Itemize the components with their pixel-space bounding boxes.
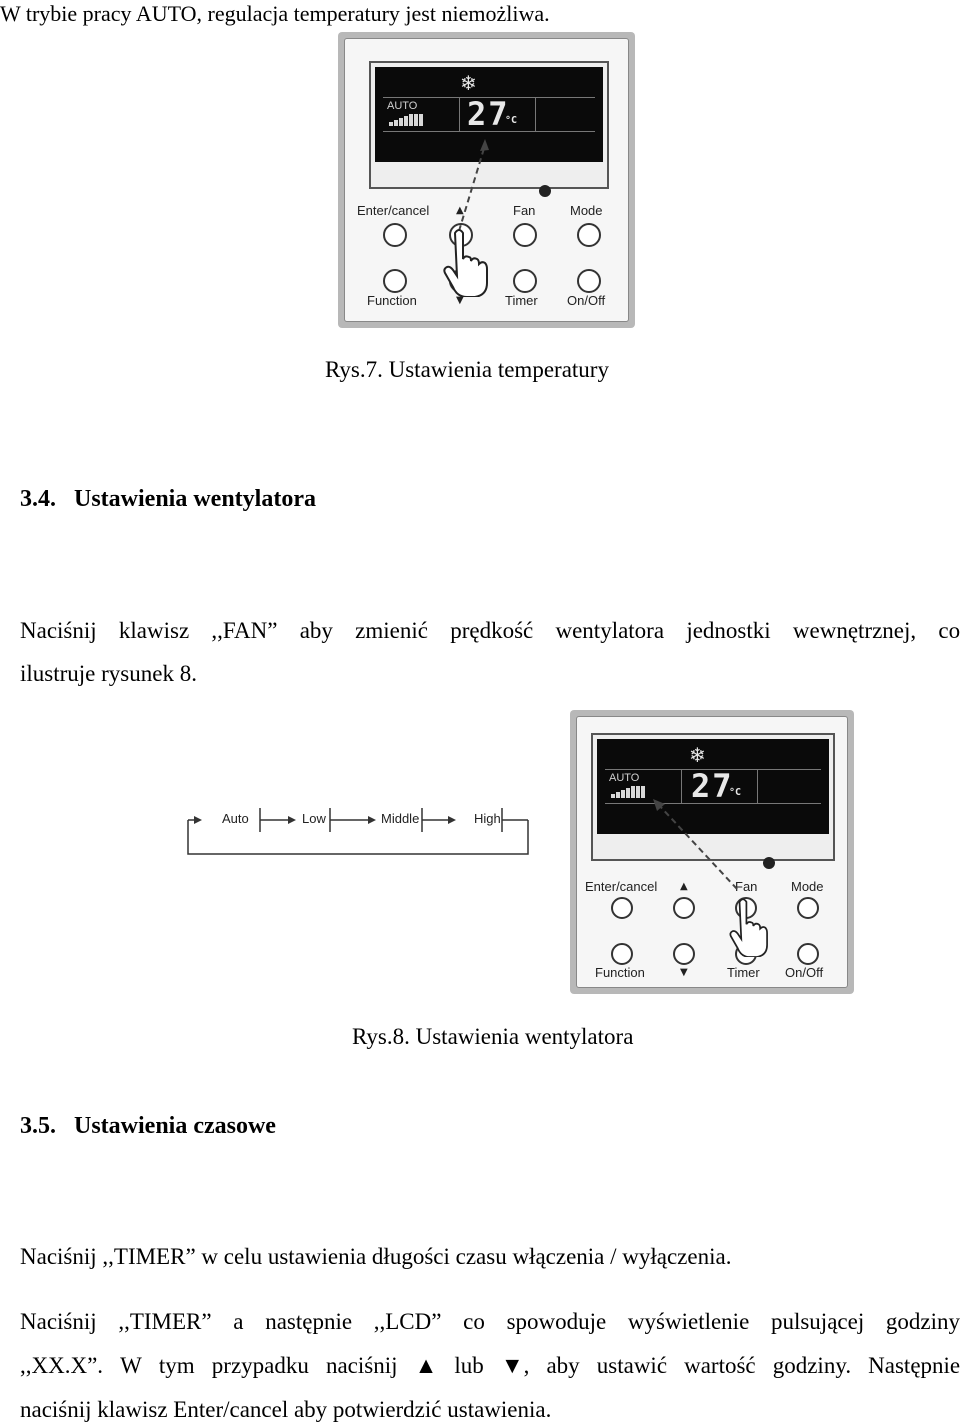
intro-line: W trybie pracy AUTO, regulacja temperatu… [0, 1, 550, 26]
function-label: Function [595, 965, 645, 980]
word: Naciśnij [20, 1309, 97, 1334]
mode-label: Mode [791, 879, 824, 894]
mode-label: Mode [570, 203, 603, 218]
word: godziny. [772, 1353, 852, 1378]
word: tym [158, 1353, 195, 1378]
up-button[interactable] [673, 897, 695, 919]
down-triangle-icon: ▼, [500, 1353, 530, 1378]
up-arrow-label: ▲ [680, 881, 688, 892]
down-arrow-label: ▼ [456, 295, 464, 306]
temperature-unit: °C [505, 115, 518, 126]
section-3-5-paragraph-1: Naciśnij ,,TIMER” w celu ustawienia dług… [20, 1244, 732, 1269]
onoff-button[interactable] [797, 943, 819, 965]
word: naciśnij [325, 1353, 398, 1378]
word: jednostki [686, 618, 771, 643]
enter-cancel-label: Enter/cancel [585, 879, 658, 894]
up-triangle-icon: ▲ [414, 1353, 438, 1378]
onoff-button[interactable] [577, 269, 601, 293]
figure7-caption: Rys.7. Ustawienia temperatury [325, 357, 609, 382]
down-arrow-label: ▼ [680, 967, 688, 978]
word: przypadku [211, 1353, 309, 1378]
auto-mode-label: AUTO [609, 772, 640, 784]
control-panel-fig8: ❄ AUTO 27 °C Enter/cancel ▲ Fan Mode Fun… [570, 710, 854, 994]
word: ,,FAN” [211, 618, 278, 643]
fan-level-bars [389, 114, 423, 126]
word: ,,XX.X”. [20, 1353, 104, 1378]
status-led [763, 857, 775, 869]
function-button[interactable] [383, 269, 407, 293]
word: aby [546, 1353, 580, 1378]
snowflake-icon: ❄ [689, 743, 706, 767]
onoff-label: On/Off [567, 293, 606, 308]
section-3-5-heading: 3.5. Ustawienia czasowe [20, 1113, 276, 1139]
fan-speed-auto: Auto [222, 811, 249, 826]
fan-speed-middle: Middle [381, 811, 420, 826]
word: ustawić [596, 1353, 668, 1378]
auto-mode-label: AUTO [387, 100, 418, 112]
section-3-4-heading: 3.4. Ustawienia wentylatora [20, 486, 316, 512]
word: ,,LCD” [373, 1309, 442, 1334]
word: wartość [684, 1353, 756, 1378]
mode-button[interactable] [577, 223, 601, 247]
function-label: Function [367, 293, 417, 308]
fan-speed-cycle-diagram: Auto Low Middle High [182, 800, 534, 860]
word: Następnie [868, 1353, 960, 1378]
fan-label: Fan [513, 203, 536, 218]
word: klawisz [118, 618, 190, 643]
timer-label: Timer [727, 965, 760, 980]
timer-button[interactable] [513, 269, 537, 293]
word: spowoduje [506, 1309, 607, 1334]
word: lub [454, 1353, 484, 1378]
word: aby [299, 618, 333, 643]
section-3-4-paragraph-line1: Naciśnij klawisz ,,FAN” aby zmienić pręd… [20, 617, 960, 645]
timer-label: Timer [505, 293, 538, 308]
lcd-display: ❄ AUTO 27 °C [597, 739, 829, 834]
enter-cancel-button[interactable] [383, 223, 407, 247]
temperature-unit: °C [729, 787, 742, 798]
word: wentylatora [555, 618, 665, 643]
pointer-arrow-icon [458, 139, 489, 232]
pointer-arrow-icon [653, 799, 738, 890]
enter-cancel-label: Enter/cancel [357, 203, 430, 218]
lcd-display: ❄ AUTO 27 °C [375, 67, 603, 162]
section-3-5-paragraph-2-line1: Naciśnij ,,TIMER” a następnie ,,LCD” co … [20, 1308, 960, 1336]
fan-label: Fan [735, 879, 758, 894]
word: co [938, 618, 960, 643]
fan-speed-low: Low [302, 811, 326, 826]
word: W [120, 1353, 142, 1378]
section-3-4-paragraph-line2: ilustruje rysunek 8. [20, 661, 197, 686]
word: godziny [885, 1309, 960, 1334]
up-arrow-label: ▲ [456, 205, 464, 216]
fan-button[interactable] [513, 223, 537, 247]
hand-pointer-icon [729, 898, 768, 957]
fan-level-bars [611, 786, 645, 798]
fan-cycle-lines [187, 808, 529, 855]
word: pulsującej [770, 1309, 865, 1334]
section-3-5-paragraph-2-line3: naciśnij klawisz Enter/cancel aby potwie… [20, 1397, 552, 1422]
onoff-label: On/Off [785, 965, 824, 980]
enter-cancel-button[interactable] [611, 897, 633, 919]
word: ,,TIMER” [118, 1309, 212, 1334]
temperature-readout: 27 [467, 95, 510, 133]
word: Naciśnij [20, 618, 97, 643]
word: zmienić [355, 618, 428, 643]
mode-button[interactable] [797, 897, 819, 919]
fan-speed-high: High [474, 811, 501, 826]
word: prędkość [450, 618, 534, 643]
section-3-5-paragraph-2-line2: ,,XX.X”. W tym przypadku naciśnij ▲ lub … [20, 1352, 960, 1380]
word: a [233, 1309, 244, 1334]
word: wewnętrznej, [792, 618, 917, 643]
figure8-caption: Rys.8. Ustawienia wentylatora [352, 1024, 634, 1049]
word: co [463, 1309, 485, 1334]
status-led [539, 185, 551, 197]
down-button[interactable] [673, 943, 695, 965]
temperature-readout: 27 [691, 767, 734, 805]
snowflake-icon: ❄ [460, 71, 477, 95]
control-panel-fig7: ❄ AUTO 27 °C Enter/cancel ▲ Fan Mode Fun… [338, 32, 635, 328]
function-button[interactable] [611, 943, 633, 965]
hand-pointer-icon [443, 229, 488, 297]
word: wyświetlenie [627, 1309, 750, 1334]
word: następnie [265, 1309, 353, 1334]
